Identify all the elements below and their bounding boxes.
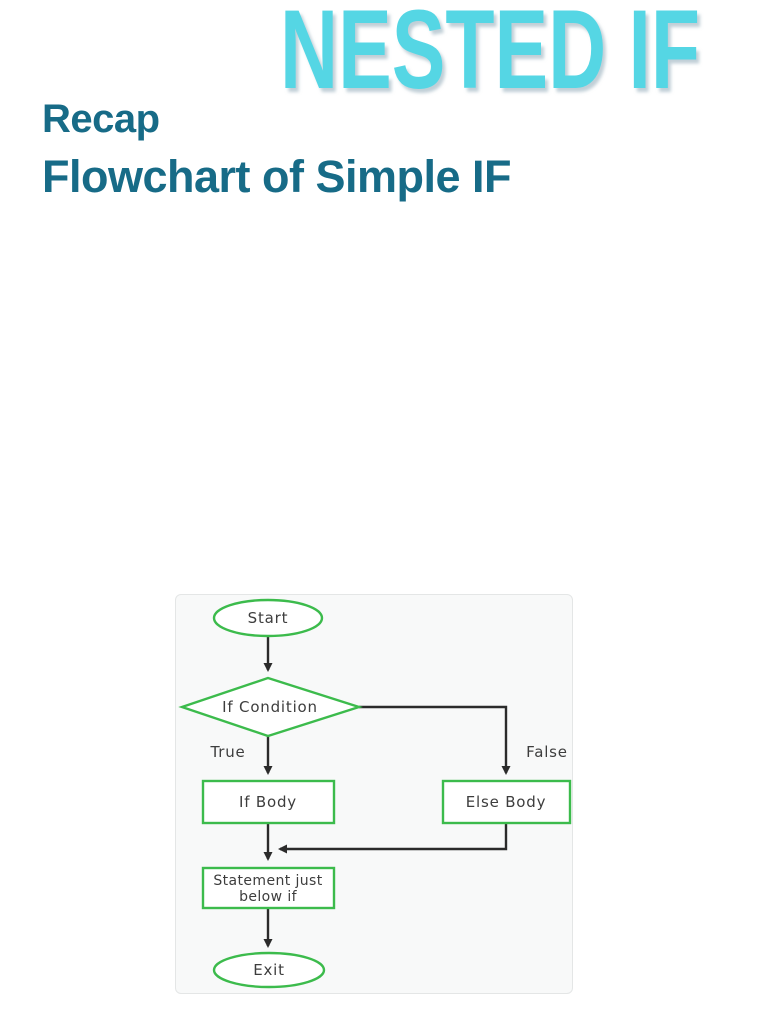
heading-recap: Recap — [42, 97, 160, 141]
exit-label: Exit — [253, 961, 285, 979]
arrow-elsebody-merge — [278, 823, 508, 854]
false-branch-label: False — [526, 743, 568, 761]
flowchart-figure: Start If Condition True False If Body El… — [175, 594, 573, 994]
condition-node — [178, 676, 363, 738]
exit-node — [212, 951, 326, 989]
statement-label-line1: Statement just — [213, 873, 322, 889]
page-title: NESTED IF — [280, 0, 700, 110]
condition-label: If Condition — [222, 698, 318, 716]
else-body-label: Else Body — [466, 793, 547, 811]
else-body-node — [441, 779, 572, 825]
flow-connectors — [263, 636, 511, 948]
true-branch-label: True — [209, 743, 245, 761]
heading-subtitle: Flowchart of Simple IF — [42, 151, 512, 202]
if-body-node — [201, 779, 336, 825]
start-node — [212, 598, 324, 638]
start-label: Start — [248, 609, 289, 627]
statement-node — [201, 866, 336, 910]
flow-nodes: Start If Condition True False If Body El… — [178, 598, 572, 989]
if-body-label: If Body — [239, 793, 297, 811]
slide-title-art: NESTED IF — [280, 0, 700, 110]
statement-label-line2: below if — [239, 889, 298, 905]
simple-if-flowchart: Start If Condition True False If Body El… — [178, 598, 572, 989]
arrow-condition-to-elsebody — [359, 705, 511, 775]
